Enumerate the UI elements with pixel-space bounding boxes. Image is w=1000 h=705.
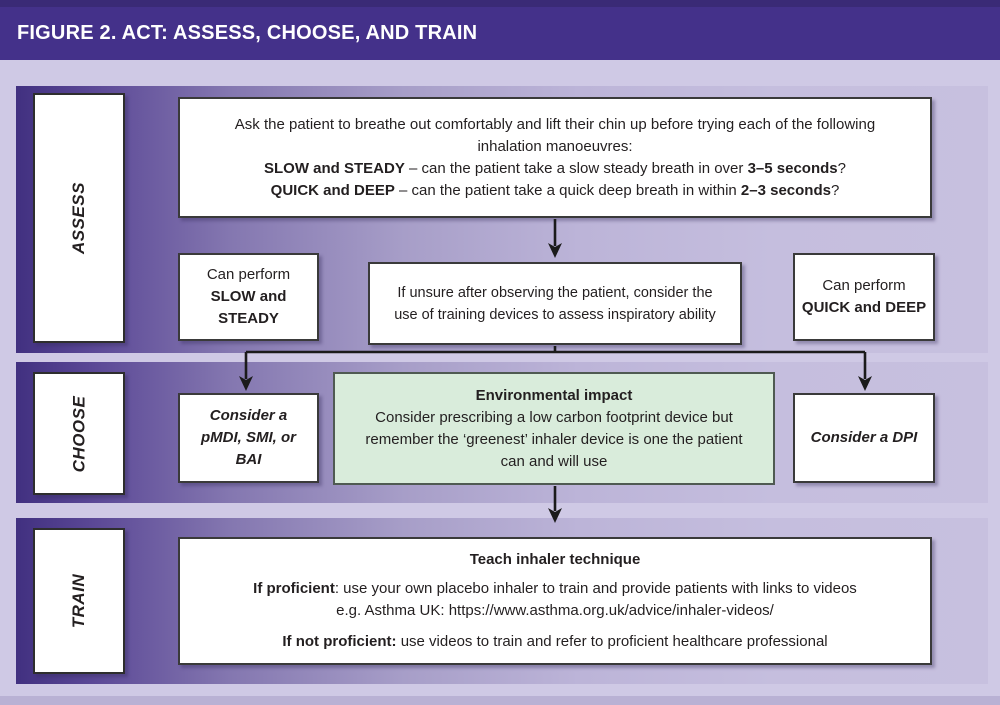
can-perform-quick-deep-box: Can perform QUICK and DEEP xyxy=(793,253,935,341)
if-proficient-line: If proficient: use your own placebo inha… xyxy=(253,578,857,600)
can-perform-slow-steady-box: Can perform SLOW and STEADY xyxy=(178,253,319,341)
if-not-proficient-text: use videos to train and refer to profici… xyxy=(396,633,828,650)
quick-deep-term: QUICK and DEEP xyxy=(270,181,395,199)
slow-steady-label: SLOW and STEADY xyxy=(210,288,287,327)
figure-title: FIGURE 2. ACT: ASSESS, CHOOSE, AND TRAIN xyxy=(17,22,478,44)
choose-label-box: CHOOSE xyxy=(33,372,125,495)
assess-instructions-line2: inhalation manoeuvres: xyxy=(477,137,633,155)
environmental-impact-title: Environmental impact xyxy=(475,386,633,404)
consider-dpi-text: Consider a DPI xyxy=(810,429,918,446)
assess-instructions-box: Ask the patient to breathe out comfortab… xyxy=(178,97,932,218)
if-not-proficient-line: If not proficient: use videos to train a… xyxy=(282,631,827,653)
bottom-border-strip xyxy=(0,696,1000,705)
slow-steady-qmark: ? xyxy=(837,159,846,177)
if-proficient-text: : use your own placebo inhaler to train … xyxy=(334,580,857,597)
assess-slow-steady-line: SLOW and STEADY – can the patient take a… xyxy=(264,158,846,180)
can-perform-label: Can perform xyxy=(206,266,291,283)
train-label: TRAIN xyxy=(68,573,88,629)
choose-label: CHOOSE xyxy=(69,395,88,472)
environmental-impact-line2: remember the ‘greenest’ inhaler device i… xyxy=(365,430,743,448)
assess-quick-deep-line: QUICK and DEEP – can the patient take a … xyxy=(271,180,840,202)
quick-deep-label: QUICK and DEEP xyxy=(801,299,927,316)
environmental-impact-line3: can and will use xyxy=(500,452,608,470)
environmental-impact-line1: Consider prescribing a low carbon footpr… xyxy=(375,408,733,426)
if-proficient-term: If proficient xyxy=(253,580,335,597)
if-unsure-box: If unsure after observing the patient, c… xyxy=(368,262,742,345)
can-perform-label: Can perform xyxy=(822,277,906,294)
assess-instructions-line1: Ask the patient to breathe out comfortab… xyxy=(234,115,876,133)
environmental-impact-box: Environmental impact Consider prescribin… xyxy=(333,372,775,485)
if-unsure-line2: use of training devices to assess inspir… xyxy=(394,306,716,323)
slow-steady-question: – can the patient take a slow steady bre… xyxy=(404,159,748,177)
consider-dpi-box: Consider a DPI xyxy=(793,393,935,483)
quick-deep-question: – can the patient take a quick deep brea… xyxy=(394,181,741,199)
if-unsure-line1: If unsure after observing the patient, c… xyxy=(397,284,713,301)
assess-label-box: ASSESS xyxy=(33,93,125,343)
slow-steady-term: SLOW and STEADY xyxy=(264,159,405,177)
consider-pmdi-box: Consider a pMDI, SMI, or BAI xyxy=(178,393,319,483)
teach-technique-box: Teach inhaler technique If proficient: u… xyxy=(178,537,932,665)
consider-pmdi-text: Consider a pMDI, SMI, or BAI xyxy=(201,407,296,468)
quick-deep-qmark: ? xyxy=(830,181,840,199)
train-label-box: TRAIN xyxy=(33,528,125,674)
figure-title-bar: FIGURE 2. ACT: ASSESS, CHOOSE, AND TRAIN xyxy=(0,0,1000,60)
asthma-uk-link-text: e.g. Asthma UK: https://www.asthma.org.u… xyxy=(336,602,774,619)
slow-steady-seconds: 3–5 seconds xyxy=(747,159,838,177)
quick-deep-seconds: 2–3 seconds xyxy=(740,181,831,199)
assess-label: ASSESS xyxy=(68,182,88,254)
teach-technique-title: Teach inhaler technique xyxy=(469,551,641,568)
if-not-proficient-term: If not proficient: xyxy=(282,633,397,650)
